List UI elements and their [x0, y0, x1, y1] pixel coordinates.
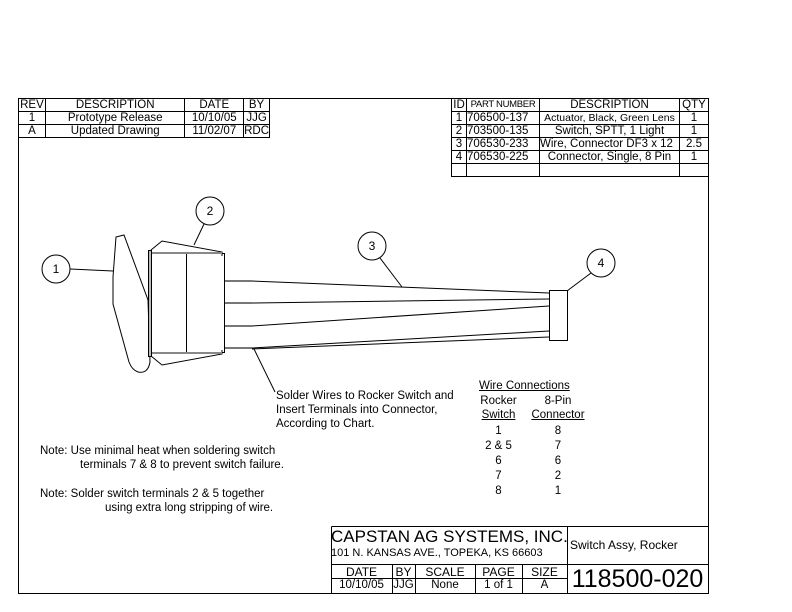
col1-header-1: Rocker [480, 395, 517, 407]
wire-connections-title: Wire Connections [479, 380, 570, 392]
cell: JJG [243, 111, 270, 125]
page-value: 1 of 1 [484, 579, 513, 591]
page-label: PAGE [482, 565, 515, 579]
cell [679, 163, 709, 177]
cell [539, 163, 680, 177]
cell: 2.5 [679, 137, 709, 151]
balloon-leaders [41, 196, 616, 393]
by-value: JJG [393, 579, 414, 591]
balloon-2: 2 [206, 204, 214, 218]
connector-shape [549, 290, 568, 341]
connector-pin: 8 [554, 425, 562, 437]
scale-value: None [431, 579, 459, 591]
balloon-4: 4 [597, 256, 605, 270]
qty-header: QTY [679, 98, 709, 112]
drawing-frame [18, 98, 709, 594]
cell: 703500-135 [466, 124, 540, 138]
switch-terminal: 6 [495, 455, 502, 467]
cell [466, 163, 540, 177]
cell: Switch, SPTT, 1 Light [539, 124, 680, 138]
title-block-lines [331, 526, 708, 593]
col2-header-2: Connector [531, 409, 585, 421]
drawing-number: 118500-020 [571, 565, 704, 593]
cell [451, 163, 467, 177]
connector-pin: 6 [554, 455, 562, 467]
cell: 1 [679, 150, 709, 164]
cell: 1 [679, 124, 709, 138]
cell: 1 [18, 111, 46, 125]
connector-pin: 7 [554, 440, 562, 452]
by-header: BY [243, 98, 270, 112]
by-label: BY [395, 565, 412, 579]
id-header: ID [451, 98, 467, 112]
description-header: DESCRIPTION [539, 98, 680, 112]
description-header: DESCRIPTION [44, 98, 186, 112]
instruction-line-3: According to Chart. [276, 418, 375, 430]
cell: Actuator, Black, Green Lens [539, 111, 680, 125]
date-label: DATE [345, 565, 378, 579]
note-1-line-1: Note: Use minimal heat when soldering sw… [40, 445, 276, 457]
rev-header: REV [18, 98, 46, 112]
connector-pin: 1 [554, 485, 562, 497]
cell: 2 [451, 124, 467, 138]
note-1-line-2: terminals 7 & 8 to prevent switch failur… [80, 459, 284, 471]
revision-header-row: REV DESCRIPTION DATE BY [18, 98, 270, 112]
instruction-line-1: Solder Wires to Rocker Switch and [276, 390, 454, 402]
cell: 11/02/07 [184, 124, 245, 138]
company-name: CAPSTAN AG SYSTEMS, INC. [331, 527, 568, 546]
cell: 1 [451, 111, 467, 125]
switch-terminal: 7 [495, 470, 502, 482]
parts-header-row: ID PART NUMBER DESCRIPTION QTY [451, 98, 709, 112]
rocker-switch-shape [148, 240, 225, 366]
switch-terminal: 2 & 5 [485, 440, 512, 452]
size-label: SIZE [531, 565, 558, 579]
connector-pin: 2 [554, 470, 562, 482]
size-value: A [540, 579, 549, 591]
actuator-shape [112, 234, 151, 373]
part-number-header: PART NUMBER [466, 98, 540, 112]
date-value: 10/10/05 [339, 579, 384, 591]
cell: 706500-137 [466, 111, 540, 125]
cell: RDC [243, 124, 270, 138]
switch-terminal: 8 [495, 485, 502, 497]
col2-header-1: 8-Pin [544, 395, 572, 407]
cell: A [18, 124, 46, 138]
table-row: 1 Prototype Release 10/10/05 JJG [18, 111, 270, 125]
balloon-3: 3 [368, 239, 376, 253]
wires [225, 280, 550, 350]
cell: 706530-225 [466, 150, 540, 164]
company-address: 101 N. KANSAS AVE., TOPEKA, KS 66603 [331, 547, 543, 559]
cell: Updated Drawing [44, 124, 186, 138]
scale-label: SCALE [425, 565, 465, 579]
cell: 706530-233 [466, 137, 540, 151]
note-2-line-1: Note: Solder switch terminals 2 & 5 toge… [40, 488, 265, 500]
date-header: DATE [184, 98, 245, 112]
revision-table: REV DESCRIPTION DATE BY 1 Prototype Rele… [18, 98, 270, 138]
balloon-1: 1 [52, 262, 60, 276]
note-2-line-2: using extra long stripping of wire. [105, 502, 274, 514]
cell: 1 [679, 111, 709, 125]
table-row-empty [451, 163, 709, 177]
drawing-title: Switch Assy, Rocker [570, 538, 678, 552]
cell: Prototype Release [44, 111, 186, 125]
cell: Wire, Connector DF3 x 12 [539, 137, 680, 151]
cell: Connector, Single, 8 Pin [539, 150, 680, 164]
table-row: A Updated Drawing 11/02/07 RDC [18, 124, 270, 138]
cell: 3 [451, 137, 467, 151]
cell: 4 [451, 150, 467, 164]
col1-header-2: Switch [481, 409, 516, 421]
instruction-line-2: Insert Terminals into Connector, [276, 404, 438, 416]
switch-terminal: 1 [495, 425, 502, 437]
cell: 10/10/05 [184, 111, 245, 125]
